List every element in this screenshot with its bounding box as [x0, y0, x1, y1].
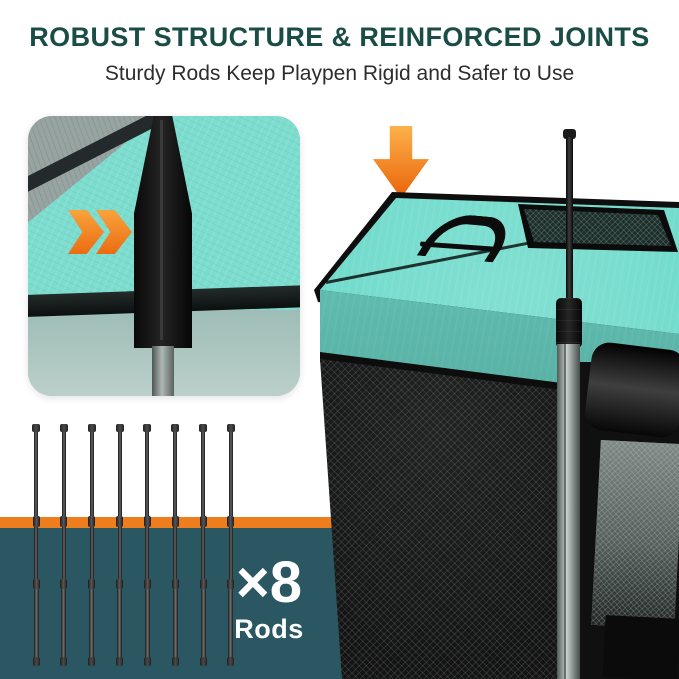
headline: ROBUST STRUCTURE & REINFORCED JOINTS — [29, 22, 650, 52]
rod-segment — [61, 589, 67, 657]
rod-segment — [60, 579, 68, 589]
rod-segment — [33, 589, 39, 657]
corner-pole-seam — [564, 344, 566, 679]
rod-segment — [34, 527, 38, 579]
corner-rod — [566, 137, 573, 307]
rod-sleeve-highlight — [160, 120, 163, 340]
rod-segment — [173, 432, 178, 516]
rod-segment — [60, 657, 68, 666]
rod-segment — [227, 579, 235, 589]
rod-graphic — [87, 424, 96, 672]
rod-segment — [227, 516, 235, 527]
interior-mesh — [591, 439, 679, 630]
rod-segment — [227, 657, 235, 666]
rod-unit-label: Rods — [234, 614, 304, 644]
rod-segment — [199, 424, 208, 432]
rod-segment — [199, 579, 207, 589]
rod-segment — [89, 589, 95, 657]
rod-graphic — [143, 424, 152, 672]
rod-segment — [143, 579, 151, 589]
rod-segment — [226, 424, 235, 432]
rod-graphic — [32, 424, 40, 672]
rod-segment — [145, 527, 150, 579]
rod-segment — [32, 579, 40, 589]
top-mesh-window — [524, 209, 671, 246]
rod-graphic — [59, 424, 68, 672]
rod-segment — [61, 432, 66, 516]
corner-rod-cap — [563, 129, 576, 139]
rod-segment — [228, 589, 234, 657]
joint-detail-inset — [28, 116, 300, 396]
rod-lower-section — [152, 346, 174, 396]
rod-segment — [143, 657, 151, 666]
rod-segment — [116, 657, 124, 666]
rod-segment — [228, 527, 233, 579]
rod-segment — [88, 516, 96, 527]
rod-segment — [32, 657, 40, 666]
rod-segment — [171, 657, 179, 666]
rod-segment — [88, 579, 96, 589]
rod-segment — [61, 527, 66, 579]
playpen-photo — [308, 112, 679, 679]
rod-segment — [200, 589, 206, 657]
rod-segment — [199, 657, 207, 666]
rod-count-label: ×8 — [235, 550, 303, 615]
rod-segment — [116, 516, 124, 527]
rod-segment — [143, 516, 151, 527]
rods-group — [32, 424, 235, 672]
rod-graphic — [226, 424, 235, 672]
rod-segment — [171, 424, 180, 432]
rod-segment — [228, 432, 233, 516]
rod-segment — [60, 516, 68, 527]
rod-segment — [32, 424, 40, 432]
rod-graphic — [171, 424, 180, 672]
rod-segment — [145, 432, 150, 516]
rod-graphic — [199, 424, 208, 672]
interior-shadow — [602, 615, 679, 679]
rod-segment — [117, 432, 122, 516]
rod-segment — [143, 424, 152, 432]
rod-segment — [201, 432, 206, 516]
rod-segment — [173, 527, 178, 579]
rod-segment — [201, 527, 206, 579]
rod-sleeve — [134, 116, 192, 348]
rod-segment — [199, 516, 207, 527]
rod-segment — [32, 516, 40, 527]
rod-segment — [172, 589, 178, 657]
rod-count-callout: ×8 Rods — [213, 554, 325, 645]
rod-segment — [59, 424, 68, 432]
rolled-door — [582, 340, 679, 440]
rod-segment — [88, 657, 96, 666]
subheadline: Sturdy Rods Keep Playpen Rigid and Safer… — [104, 62, 575, 85]
rod-segment — [89, 432, 94, 516]
rod-segment — [89, 527, 94, 579]
rod-segment — [171, 579, 179, 589]
rod-segment — [117, 527, 122, 579]
rod-segment — [115, 424, 124, 432]
rod-segment — [144, 589, 150, 657]
rod-segment — [116, 579, 124, 589]
rod-segment — [34, 432, 38, 516]
rod-segment — [87, 424, 96, 432]
chevron-right-icon — [68, 210, 104, 254]
rod-segment — [117, 589, 123, 657]
corner-pole — [557, 344, 580, 679]
corner-rod-sleeve — [556, 298, 582, 348]
rod-graphic — [115, 424, 124, 672]
rod-segment — [171, 516, 179, 527]
